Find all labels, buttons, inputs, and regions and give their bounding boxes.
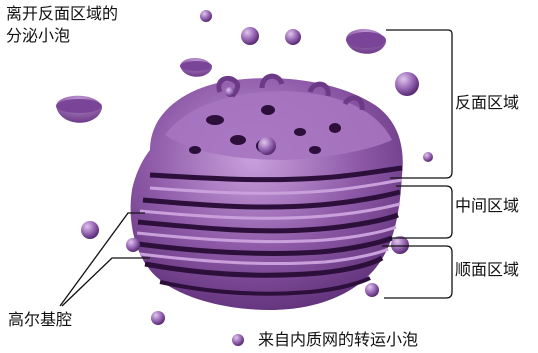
- fenestra: [189, 146, 201, 154]
- vesicle: [225, 87, 235, 97]
- cis-bracket: [382, 246, 452, 298]
- vesicle: [395, 72, 419, 96]
- vesicle: [391, 236, 409, 254]
- golgi-apparatus: [131, 76, 403, 310]
- cisterna-pointer-line: [62, 258, 150, 306]
- vesicle: [241, 27, 259, 45]
- fenestra: [230, 135, 246, 145]
- trans-region-label: 反面区域: [455, 93, 519, 113]
- vesicle: [232, 334, 244, 346]
- fenestra: [294, 128, 306, 136]
- vesicle-cup-rim: [56, 99, 102, 113]
- vesicle: [81, 221, 99, 239]
- vesicle: [285, 29, 301, 45]
- leaving-vesicles-label-line1: 离开反面区域的: [6, 4, 118, 24]
- fenestra: [206, 115, 224, 125]
- cis-region-label: 顺面区域: [455, 260, 519, 280]
- fenestra: [261, 105, 275, 115]
- vesicle: [365, 283, 379, 297]
- cisterna-label: 高尔基腔: [8, 310, 72, 330]
- leaving-vesicles-label-line2: 分泌小泡: [6, 26, 70, 46]
- fenestra: [309, 146, 321, 154]
- transport-vesicles-label: 来自内质网的转运小泡: [258, 330, 418, 350]
- medial-region-label: 中间区域: [455, 196, 519, 216]
- vesicle: [200, 10, 212, 22]
- vesicle: [126, 238, 140, 252]
- vesicle-cup-rim: [180, 61, 212, 71]
- vesicle: [258, 137, 276, 155]
- vesicle-cup-rim: [346, 32, 386, 48]
- vesicle: [151, 311, 165, 325]
- vesicle: [423, 152, 433, 162]
- fenestra: [329, 123, 341, 133]
